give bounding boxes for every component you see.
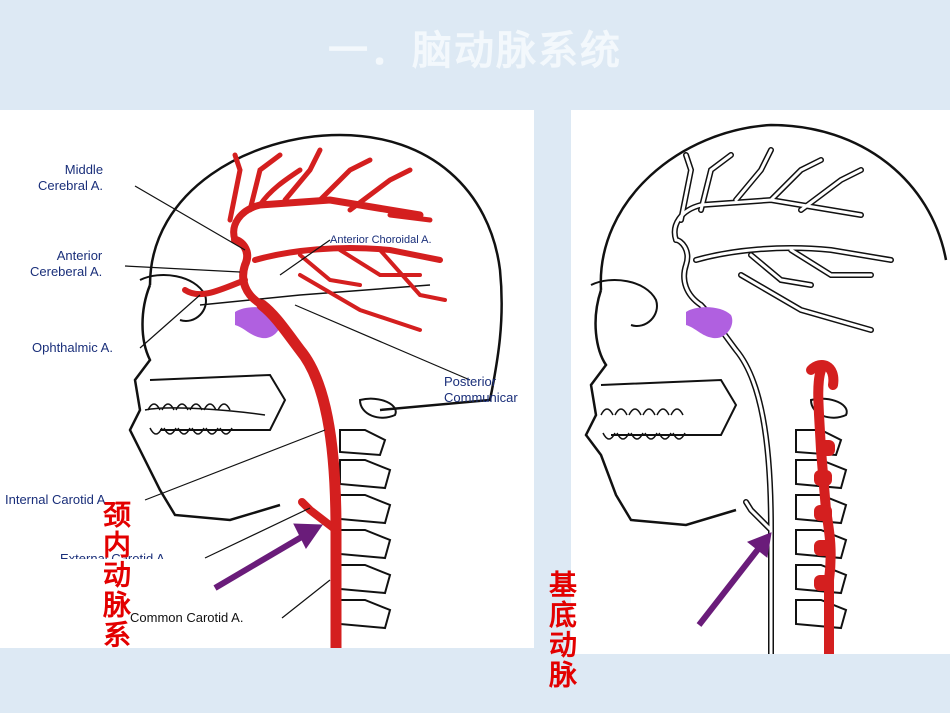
- caption-basilar-artery: 基底动脉: [545, 570, 578, 690]
- basilar-artery-diagram: [571, 110, 950, 654]
- label-anterior-cerebral: Anterior Cereberal A.: [30, 248, 103, 279]
- label-external-carotid: External Carotid A.: [60, 551, 169, 566]
- slide-title: 一．脑动脉系统: [328, 28, 622, 74]
- caption-internal-carotid-system: 颈内动脉系: [99, 500, 132, 650]
- label-posterior-communicating: Posterior Communicar: [444, 374, 518, 405]
- label-anterior-choroidal: Anterior Choroidal A.: [330, 234, 432, 246]
- right-skull-illustration: [584, 123, 948, 654]
- label-common-carotid: Common Carotid A.: [130, 610, 244, 625]
- internal-carotid-diagram: Middle Cerebral A. Anterior Cereberal A.…: [0, 110, 534, 648]
- left-skull-illustration: [124, 133, 503, 648]
- label-ophthalmic: Ophthalmic A.: [32, 340, 113, 355]
- label-internal-carotid: Internal Carotid A.: [5, 492, 110, 507]
- label-middle-cerebral: Middle Cerebral A.: [38, 162, 104, 193]
